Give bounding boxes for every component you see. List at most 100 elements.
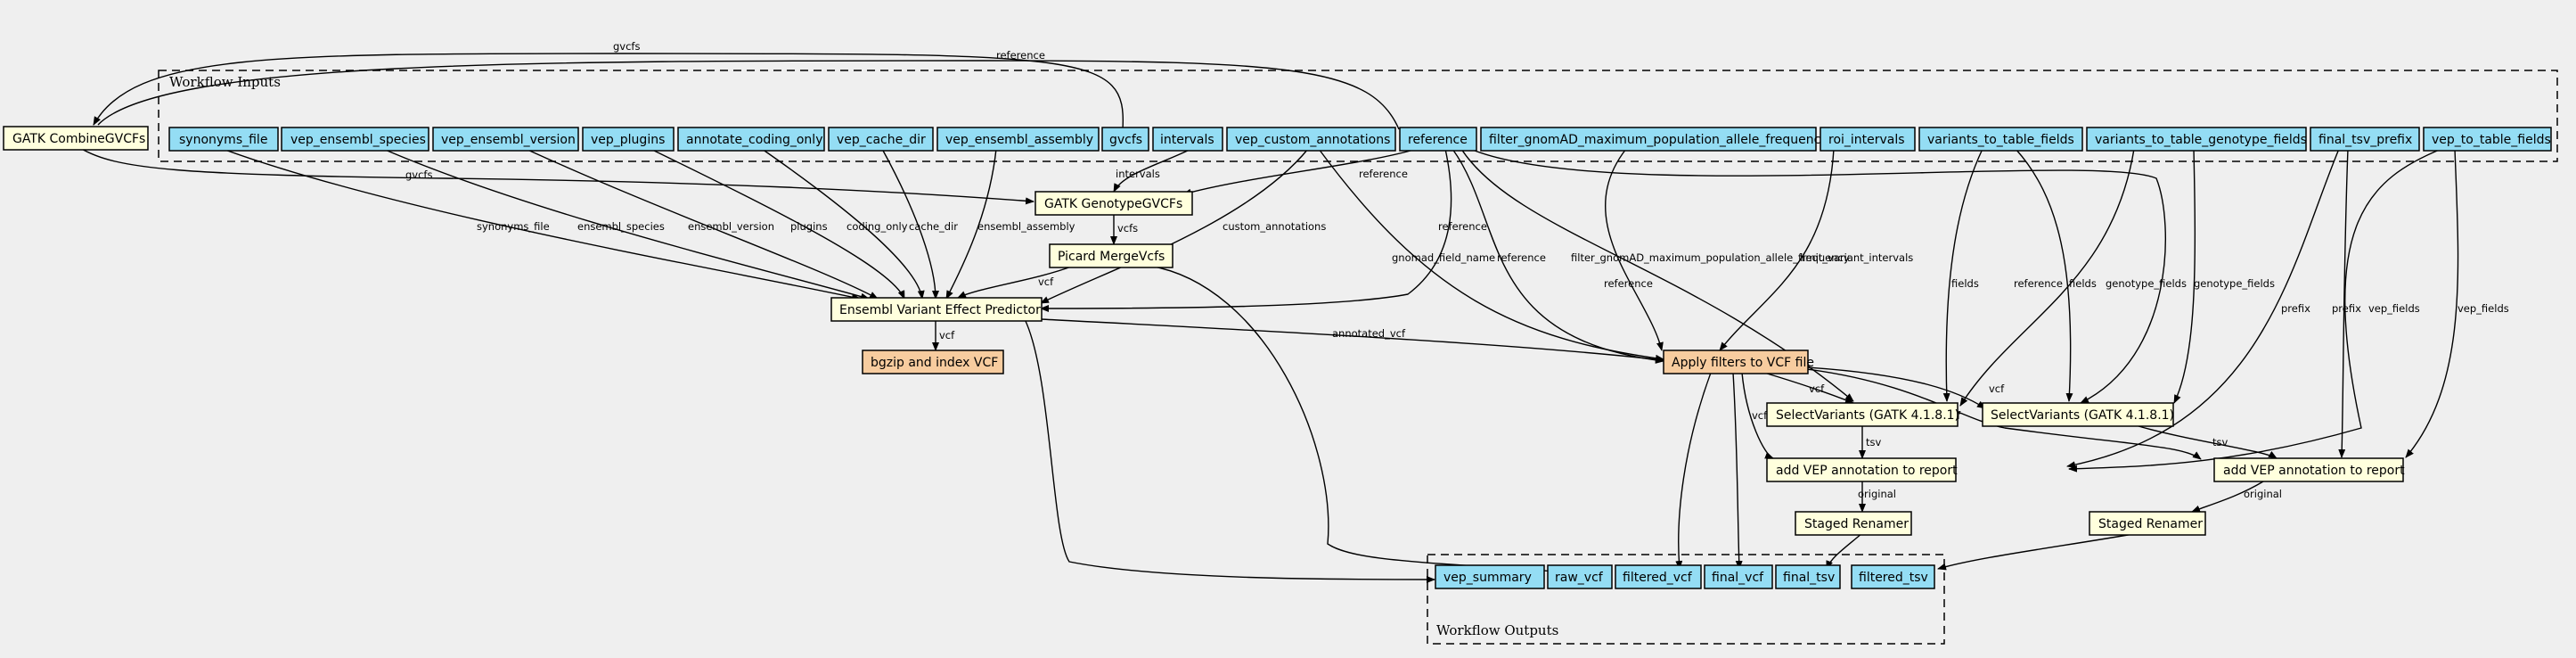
edge-label-vcfs: vcfs xyxy=(1117,222,1138,234)
edge-label-plugins: plugins xyxy=(790,220,828,233)
edge-label-vcf-merge: vcf xyxy=(1038,276,1054,288)
output-node-filtered-vcf[interactable]: filtered_vcf xyxy=(1615,564,1702,589)
input-node-intervals[interactable]: intervals xyxy=(1152,127,1223,152)
edge-label-ensembl-version: ensembl_version xyxy=(688,220,774,233)
step-node-select-variants-2[interactable]: SelectVariants (GATK 4.1.8.1) xyxy=(1982,402,2174,427)
edge-roi-apply: limit_variant_intervals xyxy=(1719,148,1913,351)
input-label-intervals: intervals xyxy=(1160,133,1214,147)
edge-reference-sv2: reference xyxy=(1469,148,2166,404)
edge-cachedir-vep: cache_dir xyxy=(881,148,958,300)
step-node-combine-gvcfs[interactable]: GATK CombineGVCFs xyxy=(3,126,149,151)
step-node-genotype-gvcfs[interactable]: GATK GenotypeGVCFs xyxy=(1034,191,1193,216)
edge-label-gnomad-field-name: gnomad_field_name xyxy=(1392,251,1495,264)
edge-coding-vep: coding_only xyxy=(761,148,925,300)
edge-addvep1-renamer1: original xyxy=(1858,481,1896,513)
edge-label-tsv-1: tsv xyxy=(1866,436,1882,448)
edge-combine-genotype: gvcfs xyxy=(79,147,1034,205)
edge-label-reference-top: reference xyxy=(996,49,1045,62)
step-node-merge-vcfs[interactable]: Picard MergeVcfs xyxy=(1049,243,1174,268)
edge-vep-out-summary xyxy=(1024,318,1435,583)
step-label-add-vep-1: add VEP annotation to report xyxy=(1776,464,1958,478)
edge-sv1-addvep1: tsv xyxy=(1859,426,1882,459)
step-node-bgzip[interactable]: bgzip and index VCF xyxy=(862,350,1004,374)
edge-fields-sv1: fields xyxy=(1942,148,1983,402)
step-node-add-vep-1[interactable]: add VEP annotation to report xyxy=(1766,457,1958,482)
input-label-reference: reference xyxy=(1408,133,1468,147)
input-label-vep-ensembl-species: vep_ensembl_species xyxy=(290,133,426,147)
step-node-apply-filters[interactable]: Apply filters to VCF file xyxy=(1663,350,1814,374)
output-label-final-tsv: final_tsv xyxy=(1783,571,1835,585)
step-label-add-vep-2: add VEP annotation to report xyxy=(2223,464,2405,478)
input-node-variants-to-table-genotype-fields[interactable]: variants_to_table_genotype_fields xyxy=(2086,127,2307,152)
workflow-outputs-cluster: Workflow Outputs xyxy=(1427,554,1945,645)
input-label-gvcfs: gvcfs xyxy=(1109,133,1142,147)
input-label-vep-ensembl-assembly: vep_ensembl_assembly xyxy=(945,133,1093,147)
edge-genotype-sv2: genotype_fields xyxy=(2173,148,2275,404)
input-node-gvcfs[interactable]: gvcfs xyxy=(1101,127,1149,152)
input-node-vep-ensembl-assembly[interactable]: vep_ensembl_assembly xyxy=(936,127,1100,152)
edge-synonyms-vep: synonyms_file xyxy=(222,148,861,301)
step-label-merge-vcfs: Picard MergeVcfs xyxy=(1058,250,1165,264)
output-node-vep-summary[interactable]: vep_summary xyxy=(1435,564,1545,589)
edge-custom-vep: custom_annotations xyxy=(1040,148,1326,304)
input-label-synonyms-file: synonyms_file xyxy=(179,133,267,147)
step-label-genotype-gvcfs: GATK GenotypeGVCFs xyxy=(1044,197,1182,211)
edge-label-vcf-addvep1: vcf xyxy=(1752,409,1768,422)
edge-label-fields-2: fields xyxy=(2069,277,2097,290)
workflow-outputs-title: Workflow Outputs xyxy=(1436,622,1558,638)
edge-label-annotated-vcf: annotated_vcf xyxy=(1332,327,1406,340)
input-node-vep-plugins[interactable]: vep_plugins xyxy=(582,127,675,152)
input-node-roi-intervals[interactable]: roi_intervals xyxy=(1820,127,1916,152)
step-label-combine-gvcfs: GATK CombineGVCFs xyxy=(12,132,145,146)
input-node-variants-to-table-fields[interactable]: variants_to_table_fields xyxy=(1918,127,2083,152)
edge-genotype-merge: vcfs xyxy=(1110,214,1138,245)
input-node-vep-ensembl-species[interactable]: vep_ensembl_species xyxy=(281,127,429,152)
edge-label-filter-gnomad: filter_gnomAD_maximum_population_allele_… xyxy=(1571,251,1850,264)
edge-label-reference-sv1: reference xyxy=(1604,277,1653,290)
input-node-synonyms-file[interactable]: synonyms_file xyxy=(168,127,279,152)
step-node-staged-renamer-2[interactable]: Staged Renamer xyxy=(2089,511,2206,536)
edge-label-vep-fields-1: vep_fields xyxy=(2368,302,2420,315)
step-label-select-variants-2: SelectVariants (GATK 4.1.8.1) xyxy=(1991,408,2174,423)
step-node-vep[interactable]: Ensembl Variant Effect Predictor xyxy=(830,297,1043,322)
edge-merge-vep: vcf xyxy=(957,265,1075,299)
edge-addvep2-renamer2: original xyxy=(2191,481,2282,513)
step-node-add-vep-2[interactable]: add VEP annotation to report xyxy=(2213,457,2405,482)
edge-label-genotype-fields-2: genotype_fields xyxy=(2194,277,2275,290)
input-node-vep-to-table-fields[interactable]: vep_to_table_fields xyxy=(2423,127,2552,152)
step-node-staged-renamer-1[interactable]: Staged Renamer xyxy=(1795,511,1912,536)
output-node-filtered-tsv[interactable]: filtered_tsv xyxy=(1851,564,1935,589)
step-label-apply-filters: Apply filters to VCF file xyxy=(1672,356,1814,370)
step-label-bgzip: bgzip and index VCF xyxy=(871,356,998,370)
input-label-roi-intervals: roi_intervals xyxy=(1828,133,1905,147)
edge-apply-addvep1: vcf xyxy=(1741,372,1774,459)
edge-label-custom-annotations: custom_annotations xyxy=(1223,220,1326,233)
edge-vepfields-addvep1: vep_fields xyxy=(2068,148,2442,473)
edge-label-reference-sv2: reference xyxy=(2014,277,2063,290)
input-node-vep-cache-dir[interactable]: vep_cache_dir xyxy=(828,127,934,152)
input-node-annotate-coding-only[interactable]: annotate_coding_only xyxy=(677,127,825,152)
output-node-raw-vcf[interactable]: raw_vcf xyxy=(1547,564,1613,589)
workflow-inputs-title: Workflow Inputs xyxy=(169,74,281,90)
output-node-final-tsv[interactable]: final_tsv xyxy=(1775,564,1841,589)
edge-vepfields-addvep2: vep_fields xyxy=(2405,148,2509,458)
input-label-vep-ensembl-version: vep_ensembl_version xyxy=(441,133,576,147)
edge-prefix-addvep2: prefix xyxy=(2332,148,2361,458)
input-node-reference[interactable]: reference xyxy=(1399,127,1477,152)
step-label-select-variants-1: SelectVariants (GATK 4.1.8.1) xyxy=(1776,408,1959,423)
edge-apply-sv2: vcf xyxy=(1806,366,2005,409)
input-node-vep-ensembl-version[interactable]: vep_ensembl_version xyxy=(432,127,579,152)
edge-version-vep: ensembl_version xyxy=(525,148,879,300)
input-node-final-tsv-prefix[interactable]: final_tsv_prefix xyxy=(2310,127,2420,152)
edge-apply-out-filtered-vcf xyxy=(1675,372,1712,570)
edge-fields-sv2: fields xyxy=(2015,148,2097,402)
edge-reference-combine-top: reference xyxy=(97,49,1400,130)
step-node-select-variants-1[interactable]: SelectVariants (GATK 4.1.8.1) xyxy=(1766,402,1959,427)
edge-label-reference-genotype: reference xyxy=(1359,168,1408,180)
edge-renamer1-out-final-tsv xyxy=(1826,532,1863,570)
input-node-filter-gnomad[interactable]: filter_gnomAD_maximum_population_allele_… xyxy=(1480,127,1828,152)
output-node-final-vcf[interactable]: final_vcf xyxy=(1704,564,1773,589)
input-label-filter-gnomad: filter_gnomAD_maximum_population_allele_… xyxy=(1489,133,1828,147)
input-node-vep-custom-annotations[interactable]: vep_custom_annotations xyxy=(1226,127,1396,152)
